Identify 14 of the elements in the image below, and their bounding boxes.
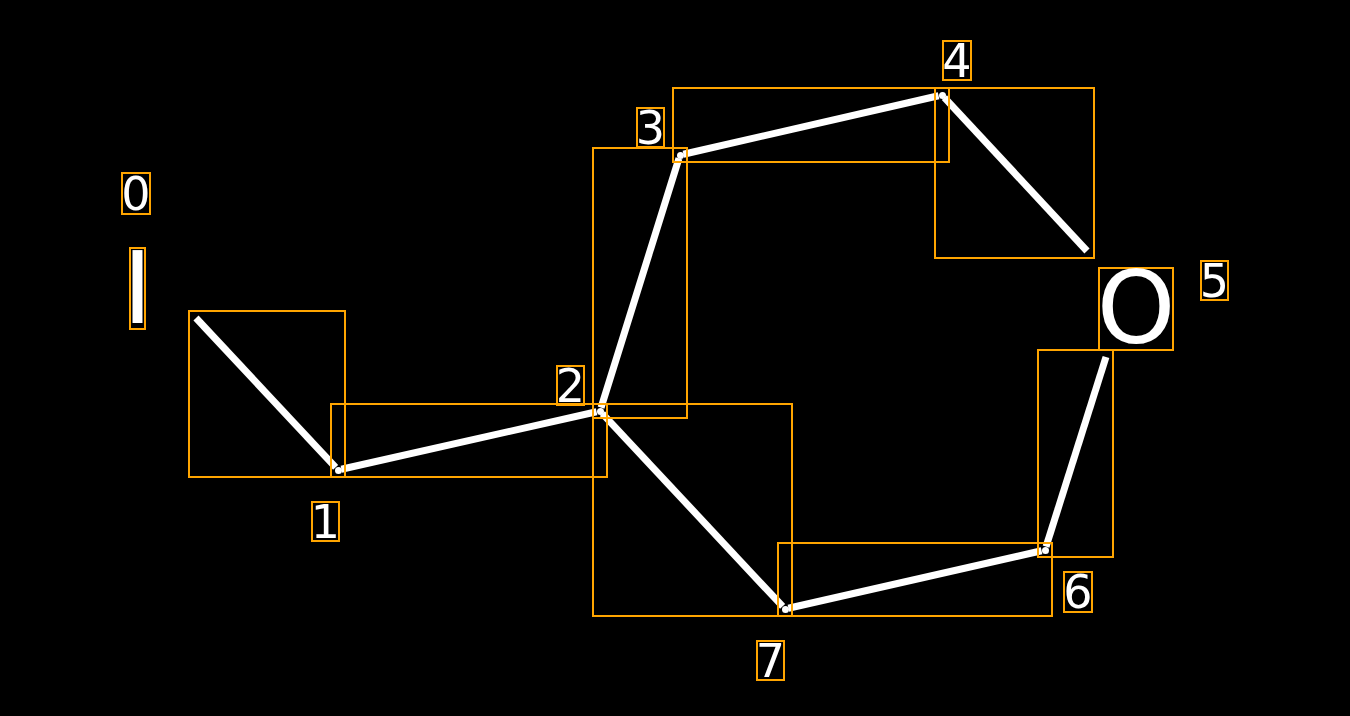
- number-label: 3: [636, 107, 665, 148]
- letter-node: I: [129, 247, 146, 330]
- connector-line: [682, 92, 940, 158]
- number-label: 6: [1063, 571, 1093, 613]
- connector-line: [340, 408, 598, 473]
- number-label: 4: [942, 40, 972, 81]
- letter-node: O: [1098, 267, 1174, 351]
- number-label: 2: [556, 365, 585, 406]
- number-label: 5: [1200, 260, 1229, 301]
- connector-line: [597, 157, 683, 409]
- number-label: 1: [311, 501, 340, 542]
- number-label: 7: [756, 640, 785, 681]
- connector-line: [787, 547, 1043, 612]
- number-label: 0: [121, 172, 151, 215]
